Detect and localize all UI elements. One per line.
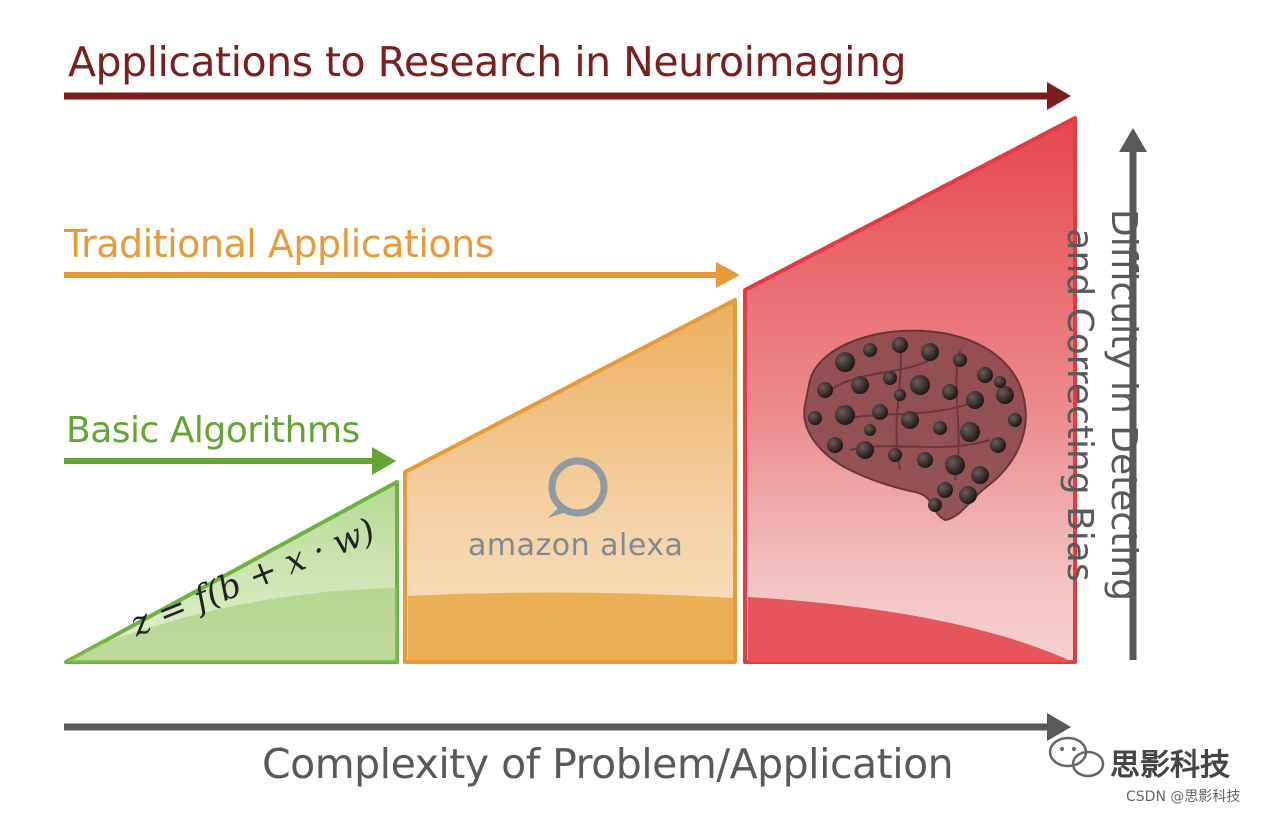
brain-icon [803,329,1027,522]
complexity-arrow [64,713,1071,741]
research-arrow [64,82,1071,110]
wechat-icon [1048,736,1105,778]
complexity-axis-label: Complexity of Problem/Application [262,740,954,788]
basic-panel [64,480,399,664]
watermark-name: 思影科技 [1110,748,1230,783]
difficulty-arrow [1119,128,1147,660]
watermark-handle: CSDN @思影科技 [1126,789,1241,805]
alexa-logo-text: amazon alexa [468,528,684,563]
alexa-ring-icon [548,457,608,518]
traditional-panel [403,298,737,664]
traditional-label: Traditional Applications [64,222,495,266]
traditional-arrow [64,262,740,288]
difficulty-axis-label: Difficulty in Detecting and Correcting B… [1059,209,1144,601]
research-label: Applications to Research in Neuroimaging [68,38,906,86]
basic-label: Basic Algorithms [66,410,360,451]
basic-arrow [64,447,396,475]
